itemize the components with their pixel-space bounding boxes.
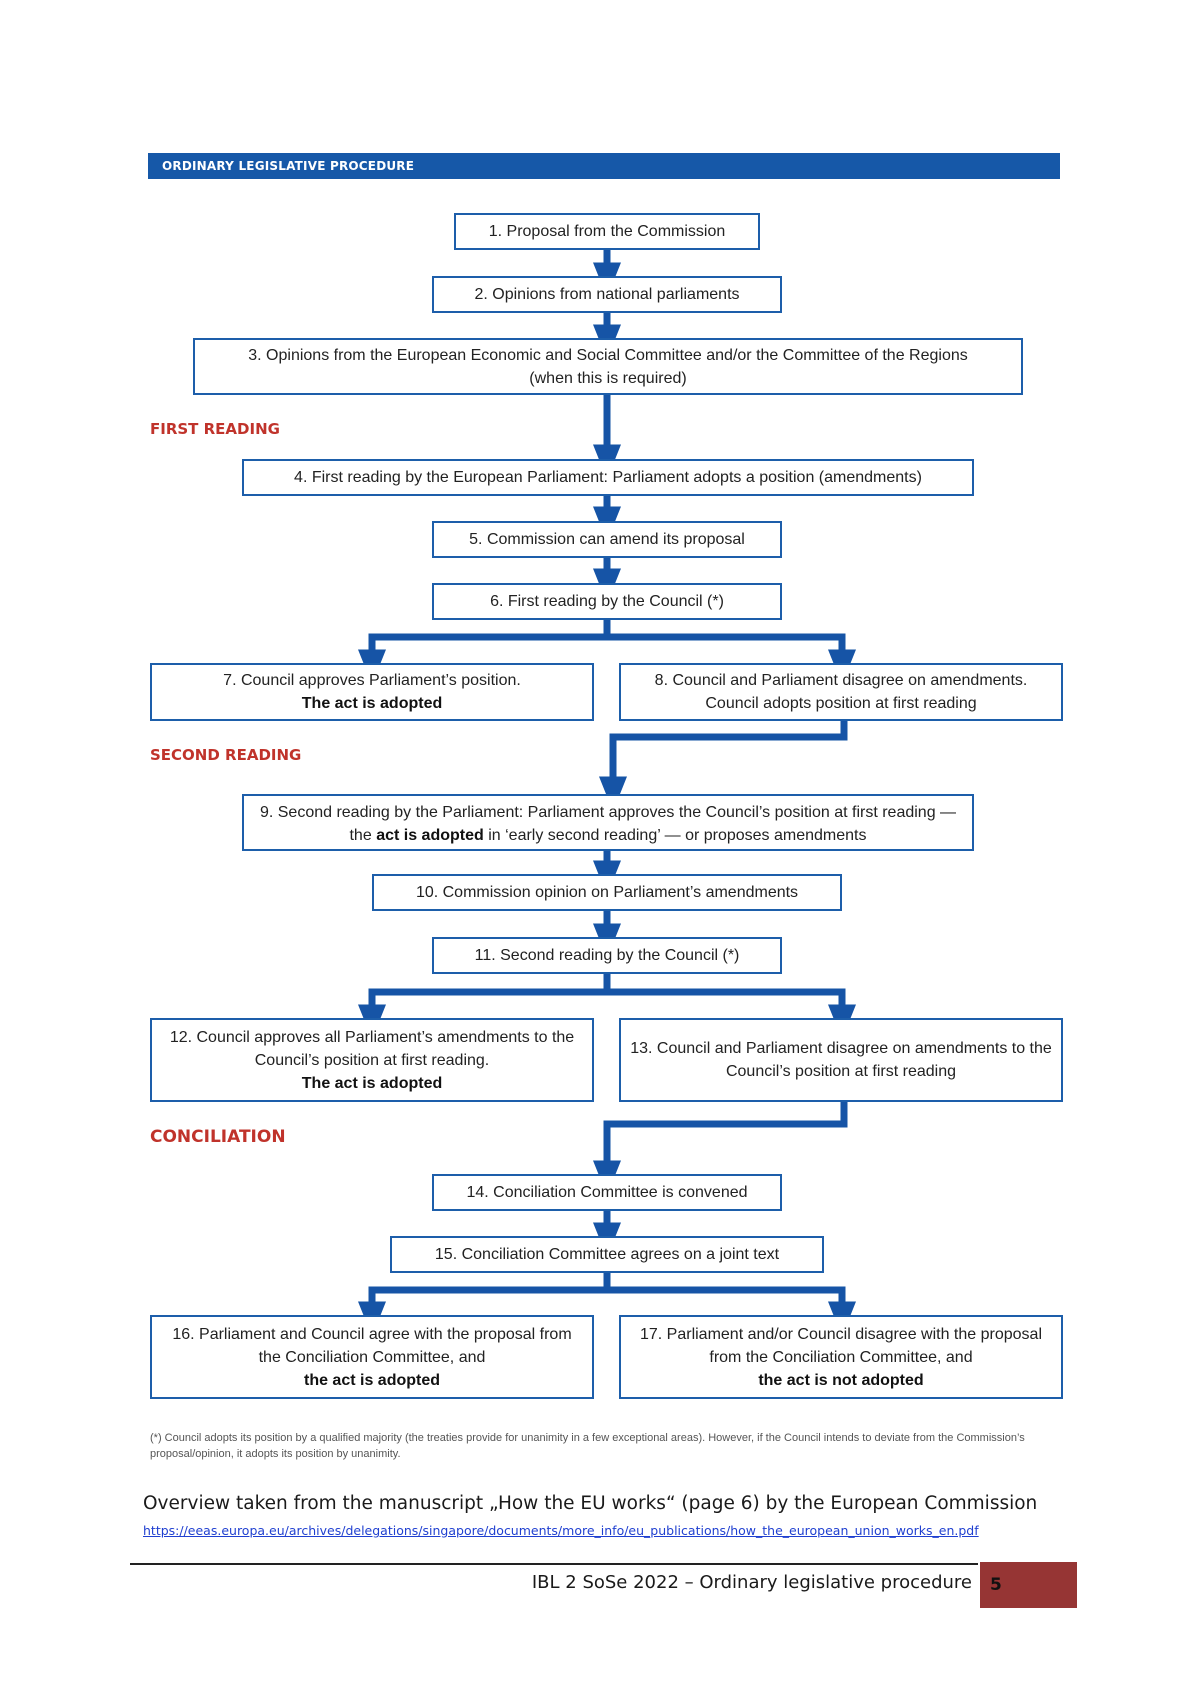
section-first-reading: FIRST READING: [150, 420, 280, 438]
step-15-box: 15. Conciliation Committee agrees on a j…: [390, 1236, 824, 1273]
step-8-box: 8. Council and Parliament disagree on am…: [619, 663, 1063, 721]
step-3-subtext: (when this is required): [529, 369, 687, 387]
step-3-text: 3. Opinions from the European Economic a…: [248, 346, 968, 364]
step-13-box: 13. Council and Parliament disagree on a…: [619, 1018, 1063, 1102]
footnote: (*) Council adopts its position by a qua…: [150, 1432, 1025, 1460]
step-12-bold: The act is adopted: [301, 1074, 443, 1092]
step-5-box: 5. Commission can amend its proposal: [432, 521, 782, 558]
step-8-text: 8. Council and Parliament disagree on am…: [654, 672, 1028, 689]
procedure-title: ORDINARY LEGISLATIVE PROCEDURE: [162, 159, 415, 173]
section-second-reading: SECOND READING: [150, 746, 302, 764]
step-4-box: 4. First reading by the European Parliam…: [242, 459, 974, 496]
step-17-bold: the act is not adopted: [758, 1371, 924, 1389]
split-6: [368, 633, 856, 685]
footer-text: IBL 2 SoSe 2022 – Ordinary legislative p…: [531, 1572, 972, 1593]
step-16-box: 16. Parliament and Council agree with th…: [150, 1315, 594, 1399]
step-9-box: 9. Second reading by the Parliament: Par…: [242, 794, 974, 851]
step-10-text: 10. Commission opinion on Parliament’s a…: [415, 884, 799, 901]
source-caption: Overview taken from the manuscript „How …: [143, 1493, 1038, 1514]
split-11: [368, 988, 856, 1040]
arrow-8-9: [599, 718, 848, 812]
step-17-text: 17. Parliament and/or Council disagree w…: [639, 1325, 1042, 1366]
step-10-box: 10. Commission opinion on Parliament’s a…: [372, 874, 842, 911]
step-2-text: 2. Opinions from national parliaments: [474, 286, 740, 303]
source-link[interactable]: https://eeas.europa.eu/archives/delegati…: [143, 1523, 979, 1538]
step-16-bold: the act is adopted: [303, 1371, 441, 1389]
page-number: 5: [980, 1562, 1077, 1608]
step-11-text: 11. Second reading by the Council (*): [474, 947, 740, 964]
step-5-text: 5. Commission can amend its proposal: [469, 531, 745, 548]
step-13-text: 13. Council and Parliament disagree on a…: [630, 1040, 1052, 1080]
step-7-box: 7. Council approves Parliament’s positio…: [150, 663, 594, 721]
step-14-text: 14. Conciliation Committee is convened: [466, 1184, 748, 1201]
footer-rule: [130, 1563, 978, 1565]
step-7-bold: The act is adopted: [301, 695, 443, 712]
procedure-header-bar: ORDINARY LEGISLATIVE PROCEDURE: [148, 153, 1060, 179]
step-1-box: 1. Proposal from the Commission: [454, 213, 760, 250]
step-6-box: 6. First reading by the Council (*): [432, 583, 782, 620]
step-15-text: 15. Conciliation Committee agrees on a j…: [434, 1246, 780, 1263]
step-2-box: 2. Opinions from national parliaments: [432, 276, 782, 313]
step-1-text: 1. Proposal from the Commission: [488, 223, 726, 240]
step-6-text: 6. First reading by the Council (*): [490, 593, 724, 610]
split-15: [368, 1286, 856, 1337]
step-14-box: 14. Conciliation Committee is convened: [432, 1174, 782, 1211]
step-12-text: 12. Council approves all Parliament’s am…: [169, 1028, 575, 1069]
step-8-subtext: Council adopts position at first reading: [705, 695, 977, 712]
step-11-box: 11. Second reading by the Council (*): [432, 937, 782, 974]
step-3-box: 3. Opinions from the European Economic a…: [193, 338, 1023, 395]
step-9-bold: act is adopted: [376, 827, 484, 844]
step-16-text: 16. Parliament and Council agree with th…: [172, 1325, 572, 1366]
step-4-text: 4. First reading by the European Parliam…: [294, 469, 922, 486]
step-17-box: 17. Parliament and/or Council disagree w…: [619, 1315, 1063, 1399]
step-7-text: 7. Council approves Parliament’s positio…: [223, 672, 521, 689]
section-conciliation: CONCILIATION: [150, 1127, 286, 1147]
step-9-text: 9. Second reading by the Parliament: Par…: [259, 804, 957, 844]
step-12-box: 12. Council approves all Parliament’s am…: [150, 1018, 594, 1102]
step-9-text-end: in ‘early second reading’ — or proposes …: [488, 827, 867, 844]
arrow-13-14: [593, 1100, 848, 1196]
